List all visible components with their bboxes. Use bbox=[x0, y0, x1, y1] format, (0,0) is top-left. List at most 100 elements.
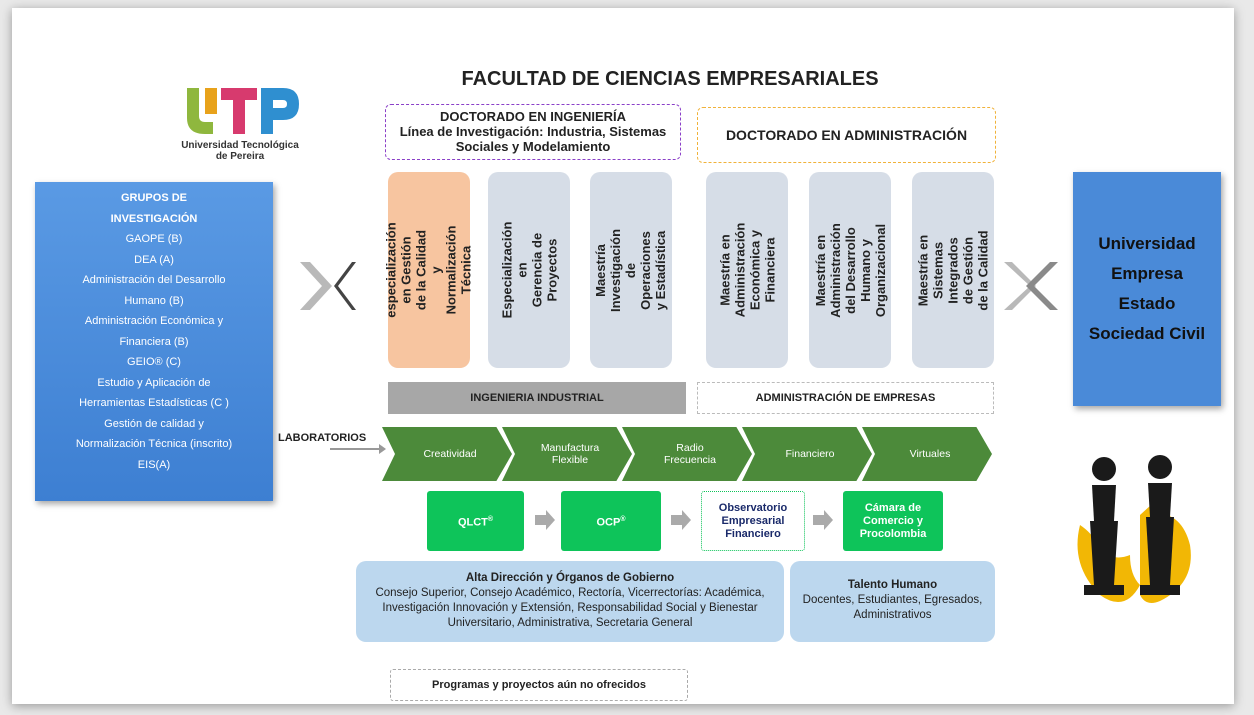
program-label-line2: Integrados de Gestión bbox=[945, 236, 976, 304]
flow-box-chamber: Cámara de Comercio y Procolombia bbox=[843, 491, 943, 551]
doctorate-engineering-title: DOCTORADO EN INGENIERÍA bbox=[439, 109, 627, 124]
registered-mark: ® bbox=[487, 515, 494, 523]
program-label: Maestría Investigación de Operaciones y … bbox=[594, 228, 669, 311]
research-group-line: Humano (B) bbox=[124, 294, 184, 307]
right-x-connector-icon bbox=[1004, 262, 1058, 310]
program-label: Maestría en Sistemas Integrados de Gesti… bbox=[916, 229, 991, 311]
program-label: especialización en Gestión de la Calidad… bbox=[384, 222, 474, 317]
program-label-line1: Maestría en Administración bbox=[812, 222, 843, 318]
flow-box-line3: Procolombia bbox=[859, 527, 927, 540]
talent-heading: Talento Humano bbox=[847, 579, 938, 591]
research-groups-heading2: INVESTIGACIÓN bbox=[110, 212, 198, 225]
research-group-line: DEA (A) bbox=[134, 253, 174, 266]
stakeholder-label: Estado bbox=[1118, 294, 1176, 313]
stakeholders-box: Universidad Empresa Estado Sociedad Civi… bbox=[1073, 172, 1221, 406]
governance-line2: Investigación Innovación y Extensión, Re… bbox=[382, 602, 758, 614]
research-group-line: Administración del Desarrollo bbox=[82, 274, 226, 286]
flow-box-line1: Cámara de bbox=[864, 501, 922, 514]
industrial-engineering-bar: INGENIERIA INDUSTRIAL bbox=[388, 382, 686, 414]
research-group-line: Administración Económica y bbox=[84, 315, 224, 327]
program-label: Maestría en Administración Económica y F… bbox=[717, 223, 777, 318]
business-administration-bar: ADMINISTRACIÓN DE EMPRESAS bbox=[697, 382, 994, 414]
research-group-line: Normalización Técnica (inscrito) bbox=[75, 438, 233, 450]
stakeholder-label: Universidad bbox=[1098, 234, 1196, 253]
program-column: Especialización en Gerencia de Proyectos bbox=[488, 172, 570, 368]
talent-line1: Docentes, Estudiantes, Egresados, bbox=[802, 594, 983, 606]
labs-label: LABORATORIOS bbox=[278, 432, 367, 444]
registered-mark: ® bbox=[620, 515, 626, 523]
research-group-line: Gestión de calidad y bbox=[104, 417, 204, 430]
research-group-line: Financiera (B) bbox=[119, 335, 189, 348]
utp-logo-icon bbox=[187, 88, 299, 134]
stakeholder-label: Empresa bbox=[1111, 264, 1183, 283]
doctorate-engineering-box: DOCTORADO EN INGENIERÍA Línea de Investi… bbox=[385, 104, 681, 160]
program-label-line2: Gerencia de Proyectos bbox=[529, 232, 560, 308]
stakeholder-label: Sociedad Civil bbox=[1088, 324, 1206, 343]
lab-name-line1: Creatividad bbox=[423, 448, 477, 460]
program-label-line2: Económica y Financiera bbox=[747, 229, 777, 311]
logo-caption-line1: Universidad Tecnológica bbox=[181, 140, 299, 151]
program-label: Especialización en Gerencia de Proyectos bbox=[499, 222, 559, 319]
doctorate-engineering-line2: Línea de Investigación: Industria, Siste… bbox=[399, 124, 667, 139]
logo-caption: Universidad Tecnológica de Pereira bbox=[180, 140, 300, 162]
doctorate-engineering-line3: Sociales y Modelamiento bbox=[455, 139, 611, 154]
lab-chevron: Creatividad bbox=[382, 427, 512, 481]
flow-box-qlct: QLCT® bbox=[427, 491, 524, 551]
lab-chevron: Financiero bbox=[742, 427, 872, 481]
program-label-line1: Maestría Investigación de bbox=[593, 228, 639, 312]
left-chevron-connector-icon bbox=[300, 262, 356, 310]
program-column: Maestría en Sistemas Integrados de Gesti… bbox=[912, 172, 994, 368]
lab-name-line1: Virtuales bbox=[909, 448, 951, 460]
program-label-line1: Maestría en Administración bbox=[717, 222, 747, 318]
logo-caption-line2: de Pereira bbox=[215, 151, 265, 162]
program-label-line1: especialización en Gestión bbox=[384, 222, 415, 318]
lab-name-line1: Radio bbox=[676, 442, 704, 454]
lab-chevron: Virtuales bbox=[862, 427, 992, 481]
lab-name-line1: Manufactura bbox=[540, 442, 600, 454]
research-groups-heading1: GRUPOS DE bbox=[120, 192, 187, 204]
industrial-engineering-label: INGENIERIA INDUSTRIAL bbox=[470, 392, 604, 404]
program-column: especialización en Gestión de la Calidad… bbox=[384, 172, 474, 368]
governance-line3: Universitario, Administrativa, Secretari… bbox=[447, 617, 693, 629]
arrow-right-icon bbox=[535, 510, 555, 530]
research-group-line: GAOPE (B) bbox=[125, 233, 183, 245]
lab-name-line2: Flexible bbox=[551, 454, 589, 466]
program-column: Maestría en Administración del Desarroll… bbox=[809, 172, 891, 368]
program-label-line2: de la Calidad bbox=[414, 229, 430, 311]
program-label-line3: de la Calidad bbox=[975, 229, 991, 311]
flow-box-label: OCP bbox=[596, 516, 621, 529]
arrow-right-icon bbox=[671, 510, 691, 530]
page-title: FACULTAD DE CIENCIAS EMPRESARIALES bbox=[461, 68, 879, 90]
flow-box-observatory: Observatorio Empresarial Financiero bbox=[701, 491, 805, 551]
pending-programs-legend: Programas y proyectos aún no ofrecidos bbox=[390, 669, 688, 701]
program-column: Maestría Investigación de Operaciones y … bbox=[590, 172, 672, 368]
pending-programs-label: Programas y proyectos aún no ofrecidos bbox=[432, 679, 646, 691]
research-group-line: Herramientas Estadísticas (C ) bbox=[79, 397, 229, 409]
program-label-line2: Operaciones y Estadística bbox=[638, 230, 669, 310]
lab-name-line2: Frecuencia bbox=[664, 454, 716, 466]
program-label-line1: Maestría en Sistemas bbox=[915, 234, 946, 306]
flow-box-line2: Empresarial bbox=[721, 514, 785, 527]
program-label-line2: del Desarrollo bbox=[842, 226, 858, 314]
arrow-right-icon bbox=[813, 510, 833, 530]
talent-box: Talento Humano Docentes, Estudiantes, Eg… bbox=[790, 561, 995, 642]
talent-line2: Administrativos bbox=[853, 609, 932, 621]
research-group-line: Estudio y Aplicación de bbox=[97, 376, 211, 389]
labs-arrow-icon bbox=[330, 444, 386, 454]
research-group-line: GEIO® (C) bbox=[127, 356, 181, 368]
flow-box-line3: Financiero bbox=[725, 527, 781, 540]
program-label-line1: Especialización en bbox=[499, 221, 530, 319]
flow-box-ocp: OCP® bbox=[561, 491, 661, 551]
research-group-line: EIS(A) bbox=[137, 458, 171, 471]
flow-box-line2: Comercio y bbox=[863, 514, 923, 527]
mascot-logo-icon bbox=[1077, 455, 1191, 603]
lab-name-line1: Financiero bbox=[785, 448, 835, 460]
governance-line1: Consejo Superior, Consejo Académico, Rec… bbox=[375, 587, 765, 599]
governance-box: Alta Dirección y Órganos de Gobierno Con… bbox=[356, 561, 784, 642]
program-label: Maestría en Administración del Desarroll… bbox=[813, 223, 888, 318]
flow-box-label: QLCT bbox=[457, 516, 488, 529]
flow-box-line1: Observatorio bbox=[718, 501, 788, 514]
program-label-line3: Humano y Organizacional bbox=[857, 223, 888, 317]
